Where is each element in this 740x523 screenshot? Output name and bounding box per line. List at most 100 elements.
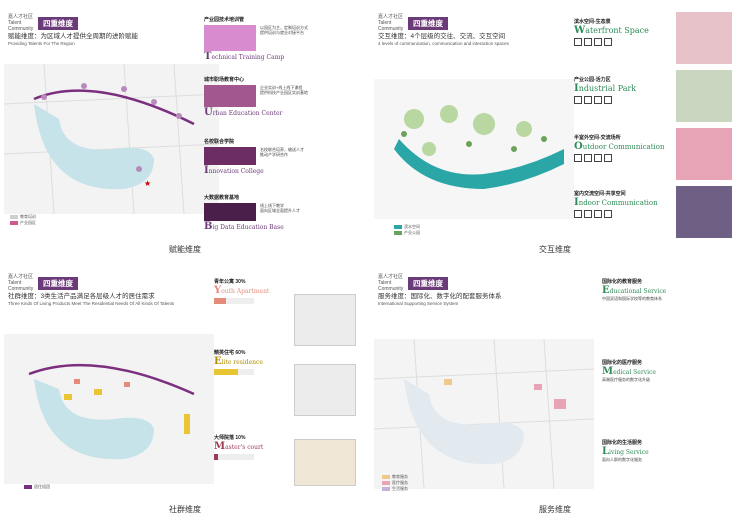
photo-indoor xyxy=(676,186,732,238)
item-label: 精英住宅 xyxy=(214,350,235,356)
section-en-title: Innovation College xyxy=(204,165,264,176)
section-label: 城市职场教育中心 xyxy=(204,77,245,83)
activity-icon xyxy=(594,38,602,46)
item-desc: 面向人群的数字化服务 xyxy=(602,457,642,462)
section-big-data: 大数据教育基地 线上线下教学 面向区域全面提升人才 Big Data Educa… xyxy=(204,194,364,232)
item-percent: 10% xyxy=(235,435,246,441)
panel-caption: 交互维度 xyxy=(539,245,571,254)
section-label: 产业园技术培训管 xyxy=(204,17,245,23)
panel-interaction: 嘉人才社区 Talent Community 四重维度 交互维度：4个层级的交往… xyxy=(374,4,736,259)
section-en-title: Big Data Education Base xyxy=(204,221,284,232)
section-graphic xyxy=(204,85,256,107)
legend: 滨水空间 产业公园 xyxy=(394,224,420,236)
logo: 嘉人才社区 Talent Community xyxy=(8,14,34,32)
item-label: 国际化的生活服务 xyxy=(602,440,643,446)
header: 嘉人才社区 Talent Community 四重维度 xyxy=(378,274,448,292)
site-map: ★ xyxy=(4,64,219,214)
panel-empowerment: 嘉人才社区 Talent Community 四重维度 赋能维度：为区域人才提供… xyxy=(4,4,366,259)
subtitle: 社群维度：3类生活产品满足各层级人才的居住需求 xyxy=(8,293,155,300)
item-label: 国际化的医疗服务 xyxy=(602,360,643,366)
section-graphic xyxy=(204,25,256,51)
site-map xyxy=(374,79,574,219)
header: 嘉人才社区 Talent Community 四重维度 xyxy=(8,14,78,32)
photo-outdoor xyxy=(676,128,732,180)
activity-icon xyxy=(574,96,582,104)
section-graphic xyxy=(204,147,256,165)
subtitle-en: 4 levels of communication, communication… xyxy=(378,41,509,46)
item-percent: 30% xyxy=(235,279,246,285)
section-graphic xyxy=(204,203,256,221)
site-map xyxy=(374,339,594,489)
item-label: 大师院落 xyxy=(214,435,235,441)
section-technical-training: 产业园技术培训管 以园区为主，定制培训方式 提供培训与就业对接平台 Techni… xyxy=(204,16,364,62)
item-en-title: Master's court xyxy=(214,441,264,452)
activity-icon xyxy=(584,210,592,218)
logo: 嘉人才社区 Talent Community xyxy=(378,14,404,32)
item-en-title: Elite residence xyxy=(214,356,263,367)
section-urban-education: 城市职场教育中心 企业实训+线上线下课程 提供科技产业园区实训基地 Urban … xyxy=(204,76,364,118)
legend-item: 产业公园 xyxy=(404,230,420,235)
photo-waterfront xyxy=(676,12,732,64)
legend-item: 教育培训 xyxy=(20,214,36,219)
item-en-title: Living Service xyxy=(602,446,649,457)
panel-caption: 赋能维度 xyxy=(169,245,201,254)
item-medical: 国际化的医疗服务 Medical Service 高端医疗服务的数字化升级 xyxy=(602,359,732,382)
building-master xyxy=(294,439,356,486)
logo: 嘉人才社区 Talent Community xyxy=(8,274,34,292)
activity-icon xyxy=(594,96,602,104)
photo-industrial xyxy=(676,70,732,122)
subtitle: 赋能维度：为区域人才提供全周期的进阶赋能 xyxy=(8,33,138,40)
legend-item: 医疗服务 xyxy=(392,480,408,485)
icon-row xyxy=(574,210,674,218)
section-desc: 以园区为主，定制培训方式 提供培训与就业对接平台 xyxy=(260,25,308,35)
activity-icon xyxy=(594,154,602,162)
activity-icon xyxy=(594,210,602,218)
section-outdoor: 半室外空间-交流场所 Outdoor Communication xyxy=(574,134,674,162)
section-indoor: 室内交流空间-共享空间 Indoor Communication xyxy=(574,190,674,218)
item-elite: 精英住宅 60% Elite residence xyxy=(214,349,364,375)
activity-icon xyxy=(604,38,612,46)
item-label: 青年公寓 xyxy=(214,279,235,285)
header: 嘉人才社区 Talent Community 四重维度 xyxy=(378,14,448,32)
section-en-title: Urban Education Center xyxy=(204,107,283,118)
activity-icon xyxy=(574,154,582,162)
section-label: 半室外空间-交流场所 xyxy=(574,135,621,141)
legend-item: 滨水空间 xyxy=(404,224,420,229)
item-en-title: Medical Service xyxy=(602,366,656,377)
header: 嘉人才社区 Talent Community 四重维度 xyxy=(8,274,78,292)
item-en-title: Educational Service xyxy=(602,285,667,296)
section-tag: 四重维度 xyxy=(408,276,448,290)
activity-icon xyxy=(584,96,592,104)
item-desc: 高端医疗服务的数字化升级 xyxy=(602,377,650,382)
section-label: 大数据教育基地 xyxy=(204,195,240,201)
icon-row xyxy=(574,96,674,104)
section-industrial-park: 产业公园-活力区 Industrial Park xyxy=(574,76,674,104)
section-desc: 企业实训+线上线下课程 提供科技产业园区实训基地 xyxy=(260,85,308,95)
item-desc: 中国双语和国际学校等的教育体系 xyxy=(602,296,662,301)
section-innovation-college: 名校联合学院 名校联合培养，输送人才 推动产学研合作 Innovation Co… xyxy=(204,138,364,176)
section-en-title: Outdoor Communication xyxy=(574,141,665,152)
section-tag: 四重维度 xyxy=(408,16,448,30)
subtitle-en: Providing Talents For The Region xyxy=(8,41,75,46)
building-elite xyxy=(294,364,356,416)
legend-item: 居住组团 xyxy=(34,484,50,489)
section-label: 室内交流空间-共享空间 xyxy=(574,191,626,197)
item-education: 国际化的教育服务 Educational Service 中国双语和国际学校等的… xyxy=(602,278,732,301)
panel-community: 嘉人才社区 Talent Community 四重维度 社群维度：3类生活产品满… xyxy=(4,264,366,519)
activity-icon xyxy=(574,38,582,46)
activity-icon xyxy=(604,96,612,104)
item-en-title: Youth Apartment xyxy=(214,285,270,296)
item-bar xyxy=(214,369,254,375)
subtitle-en: International Supporting Service System xyxy=(378,301,459,306)
activity-icon xyxy=(574,210,582,218)
activity-icon xyxy=(604,154,612,162)
item-percent: 60% xyxy=(235,350,246,356)
star-marker: ★ xyxy=(144,179,151,188)
legend-item: 产业园区 xyxy=(20,220,36,225)
item-living: 国际化的生活服务 Living Service 面向人群的数字化服务 xyxy=(602,439,732,462)
legend: 教育服务 医疗服务 生活服务 xyxy=(382,474,408,492)
section-en-title: Industrial Park xyxy=(574,83,637,94)
section-label: 滨水空间-生态景 xyxy=(574,19,611,25)
site-map xyxy=(4,334,214,484)
section-desc: 名校联合培养，输送人才 推动产学研合作 xyxy=(260,147,304,157)
